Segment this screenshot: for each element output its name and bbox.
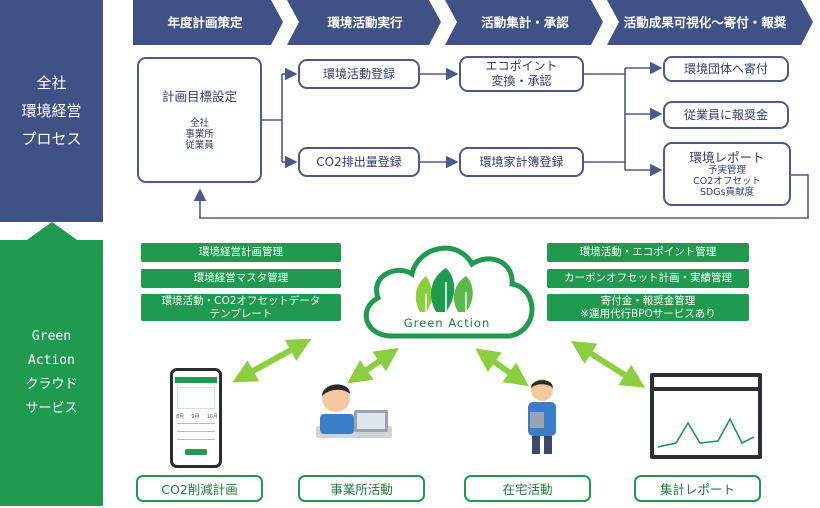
report-box: 環境レポート 予実管理 CO2オフセット SDGs貢献度 [663, 142, 791, 206]
plan-target-sub-2: 事業所 [185, 129, 214, 140]
donate-box: 環境団体へ寄付 [663, 56, 789, 82]
step-1: 年度計画策定 [167, 15, 243, 30]
feature-right-1: 環境活動・エコポイント管理 [547, 243, 749, 262]
report-sub-2: CO2オフセット [693, 176, 761, 187]
phone-divider-2 [177, 431, 215, 432]
bottom-label-home: 在宅活動 [464, 475, 591, 502]
phone-month-2: 9月 [191, 414, 200, 420]
sidebar-cloud-line-1: Green [31, 329, 72, 344]
phone-month-row: 8月 9月 10月 [176, 413, 218, 420]
ecopoint-box: エコポイント 変換・承認 [459, 56, 584, 92]
co2-register-box: CO2排出量登録 [298, 147, 420, 177]
dashboard-header [654, 377, 758, 387]
process-sidebar: 全社 環境経営 プロセス [0, 0, 103, 222]
flow-connectors [193, 61, 809, 219]
sidebar-cloud-line-2: Action [28, 353, 75, 368]
phone-month-1: 8月 [176, 414, 185, 420]
step-3: 活動集計・承認 [481, 15, 569, 30]
phone-divider-3 [177, 439, 215, 440]
step-4: 活動成果可視化～寄付・報奨 [623, 15, 787, 30]
feature-left-3: 環境活動・CO2オフセットデータ テンプレート [141, 294, 341, 321]
sidebar-cloud-line-4: サービス [25, 401, 78, 416]
plan-target-sub-3: 従業員 [185, 140, 214, 151]
phone-divider-1 [177, 423, 215, 424]
leaf-logo-icon [415, 268, 473, 312]
env-activity-label: 環境活動登録 [322, 66, 395, 81]
donate-label: 環境団体へ寄付 [683, 61, 768, 76]
smartphone-icon: 8月 9月 10月 [170, 368, 222, 468]
sidebar-process-line-3: プロセス [21, 130, 82, 148]
feature-right-2: カーボンオフセット計画・実績管理 [547, 269, 749, 288]
report-title: 環境レポート [689, 150, 765, 165]
ecopoint-line-1: エコポイント [485, 59, 558, 73]
logo-text: Green Action [403, 316, 491, 330]
phone-stat-panel [177, 387, 215, 409]
report-sub-3: SDGs貢献度 [699, 187, 755, 198]
report-sub-1: 予実管理 [707, 165, 746, 176]
bottom-label-report: 集計レポート [634, 475, 761, 502]
dashboard-line-chart [658, 417, 754, 448]
bottom-label-office: 事業所活動 [298, 475, 425, 502]
step-2: 環境活動実行 [327, 15, 403, 30]
reward-box: 従業員に報奨金 [663, 101, 789, 129]
office-worker-icon [316, 384, 392, 438]
step-chevrons [133, 0, 813, 45]
sidebar-process-line-2: 環境経営 [21, 102, 82, 120]
household-label: 環境家計簿登録 [479, 154, 564, 169]
feature-left-2: 環境経営マスタ管理 [141, 269, 341, 288]
cloud-sidebar: Green Action クラウド サービス [0, 240, 103, 506]
plan-target-sub-1: 全社 [189, 118, 209, 129]
reward-label: 従業員に報奨金 [683, 107, 768, 122]
sidebar-process-line-1: 全社 [36, 74, 67, 92]
ecopoint-line-2: 変換・承認 [491, 74, 552, 88]
phone-month-3: 10月 [206, 414, 218, 420]
report-dashboard-icon [650, 373, 762, 459]
sidebar-cloud-line-3: クラウド [25, 377, 78, 392]
co2-register-label: CO2排出量登録 [316, 154, 402, 169]
plan-target-title: 計画目標設定 [161, 89, 237, 104]
phone-button [185, 449, 207, 455]
bottom-label-co2-plan: CO2削減計画 [136, 475, 263, 502]
feature-right-3: 寄付金・報奨金管理 ※運用代行BPOサービスあり [547, 294, 749, 321]
up-arrow-icon [24, 222, 80, 242]
household-box: 環境家計簿登録 [459, 147, 584, 177]
feature-left-1: 環境経営計画管理 [141, 243, 341, 262]
phone-header-bar [175, 377, 217, 383]
env-activity-box: 環境活動登録 [298, 59, 420, 89]
home-worker-icon [528, 379, 556, 454]
plan-target-box: 計画目標設定 全社 事業所 従業員 [137, 57, 262, 183]
